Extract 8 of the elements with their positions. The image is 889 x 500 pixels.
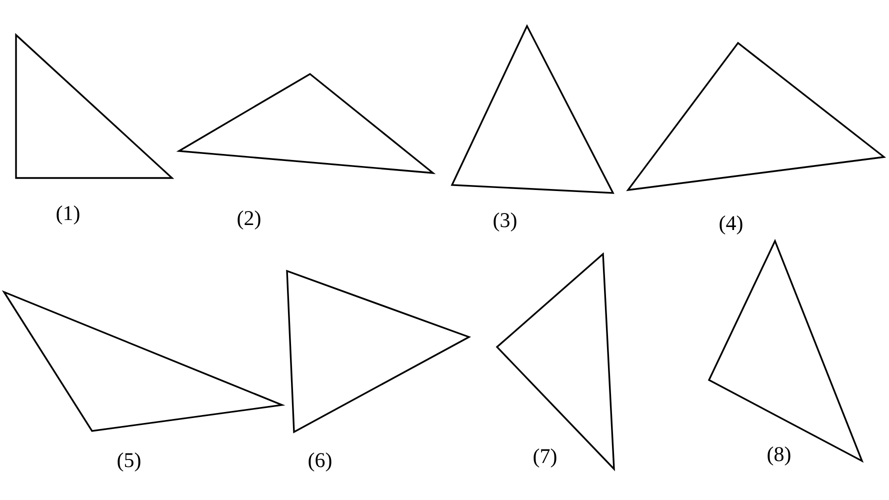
- figure-label: (2): [238, 210, 260, 230]
- figure-label: (1): [56, 205, 80, 224]
- figure-label: (7): [534, 448, 556, 468]
- figure-label: (5): [118, 452, 140, 472]
- figure-label: (8): [768, 446, 790, 466]
- figure-label: (4): [720, 215, 742, 234]
- figure-label: (3): [494, 212, 516, 232]
- figure-label: (6): [308, 452, 332, 472]
